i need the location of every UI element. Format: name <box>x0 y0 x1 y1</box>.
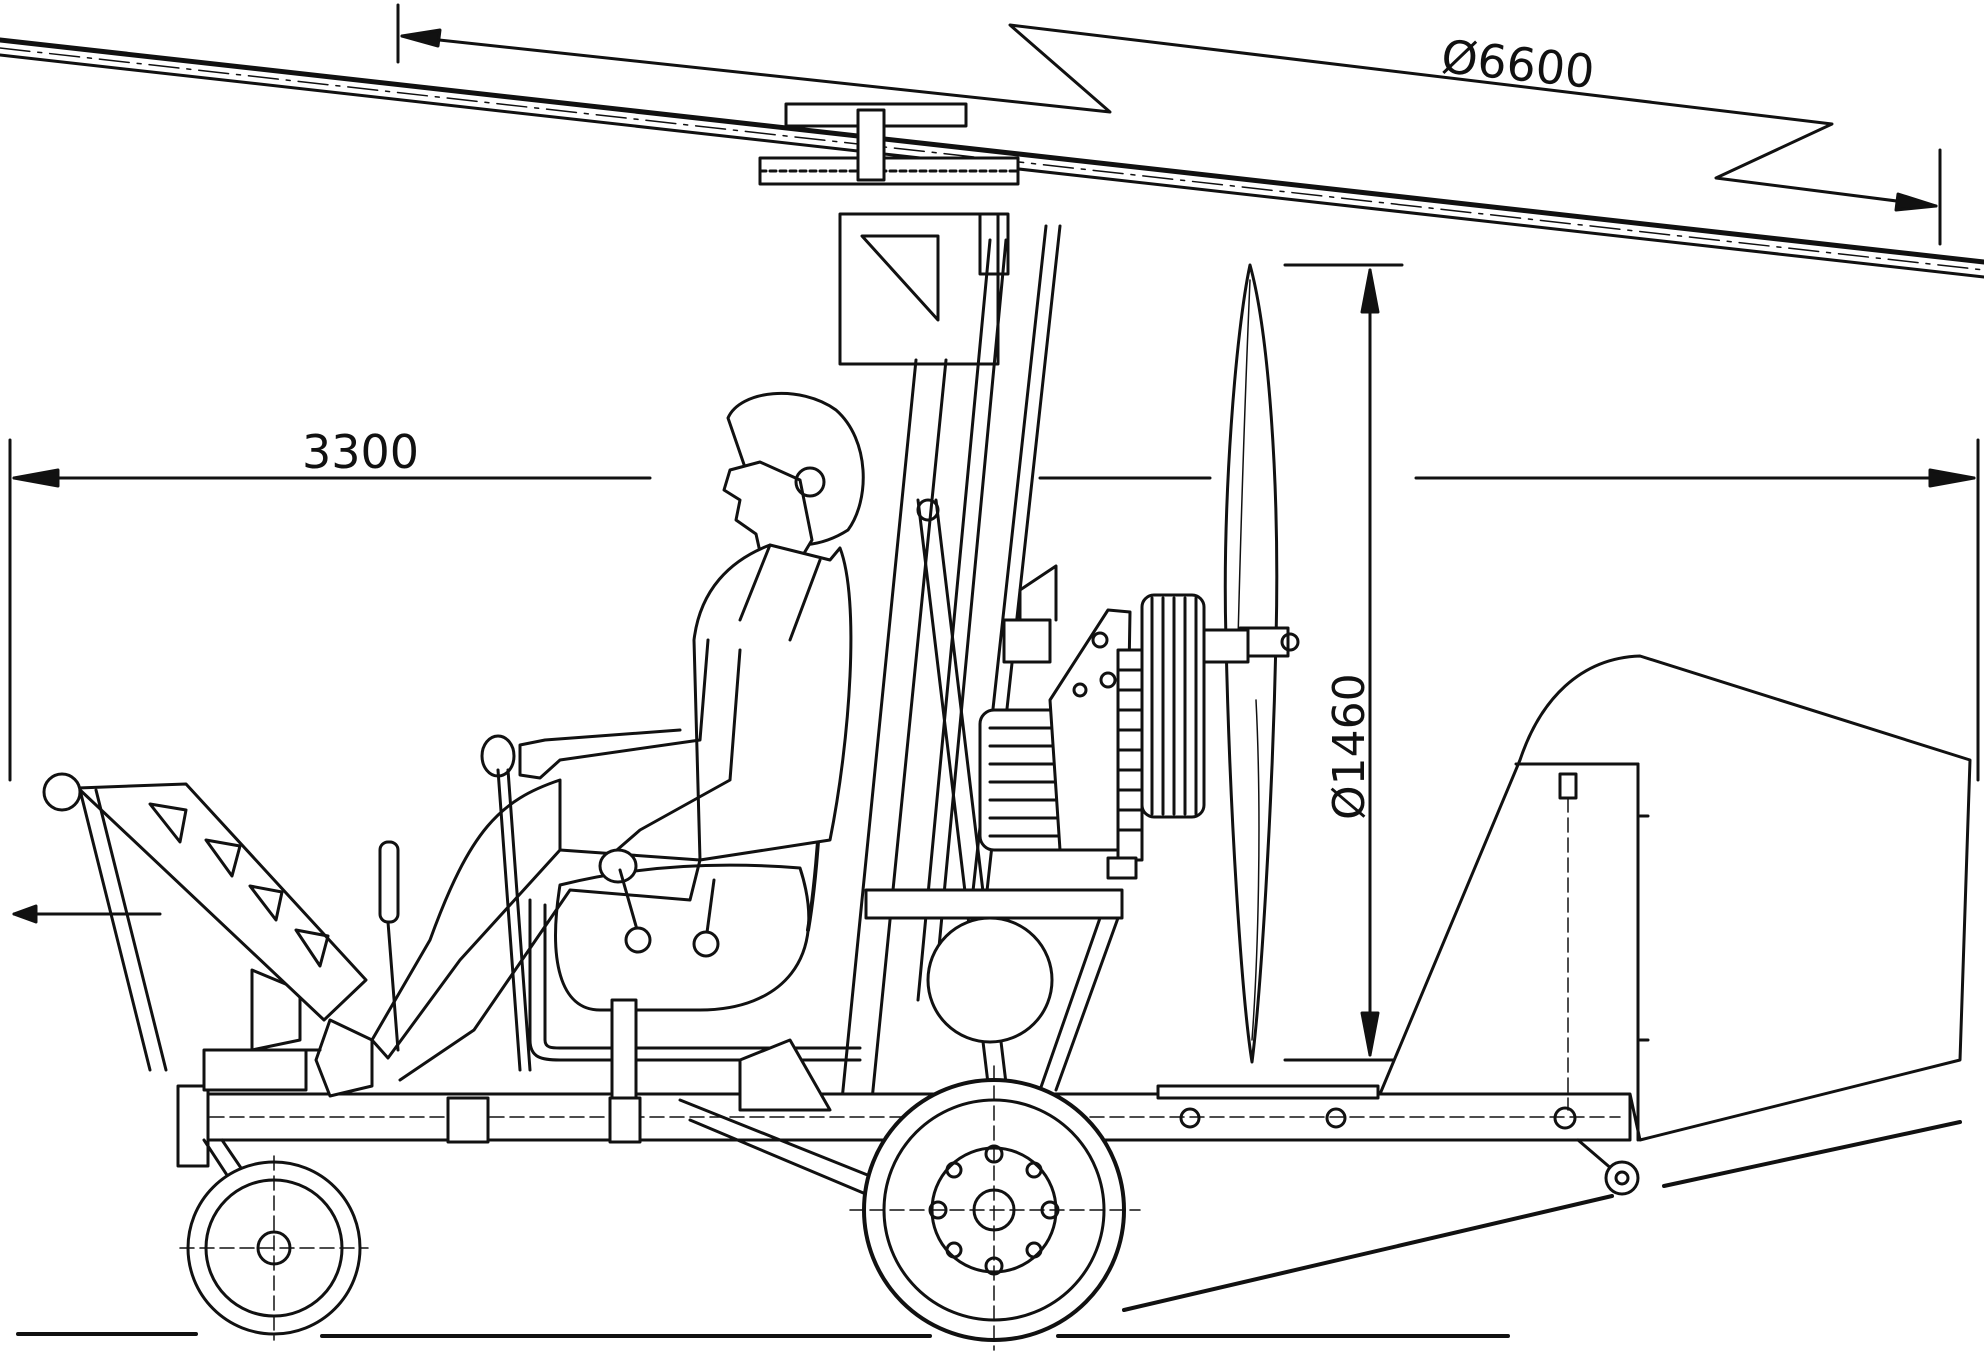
propeller-diameter-dimension <box>1283 263 1404 1062</box>
nose-wheel <box>179 1138 369 1341</box>
rotor-diameter-label: Ø6600 <box>1439 29 1597 99</box>
rotor-mast <box>838 212 1062 1102</box>
rotor-hub <box>758 102 1020 186</box>
main-wheel <box>678 1038 1141 1351</box>
fuel-tank <box>926 916 1054 1044</box>
overall-length-label: 3300 <box>302 425 419 479</box>
tail-wheel <box>1576 1138 1640 1196</box>
propeller-diameter-label: Ø1460 <box>1324 673 1375 820</box>
rudder-pedal-frame <box>12 772 400 1092</box>
rotor-diameter-dimension <box>396 3 1942 246</box>
ground-line <box>16 1120 1962 1338</box>
overall-length-dimension <box>8 438 1980 782</box>
control-stick <box>496 768 720 1072</box>
tail-fin <box>1378 654 1972 1142</box>
engine <box>978 564 1250 862</box>
